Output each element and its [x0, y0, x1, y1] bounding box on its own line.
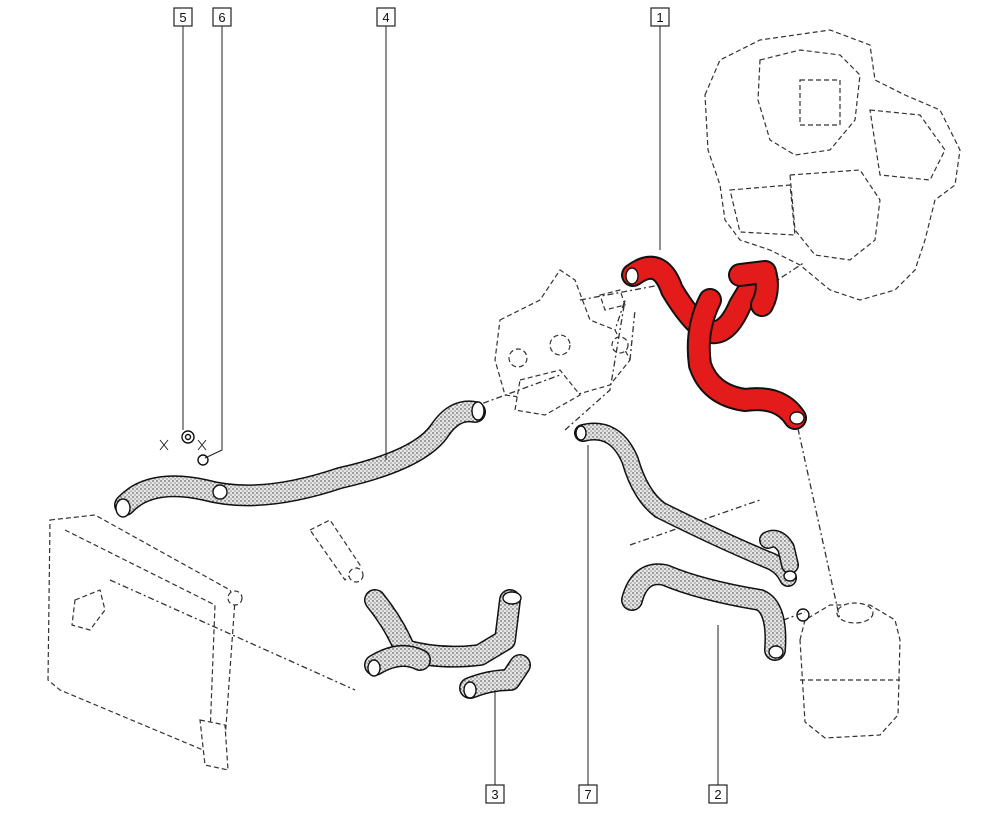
callout-3: 3: [485, 784, 505, 804]
hose-4[interactable]: [114, 400, 486, 518]
svg-text:4: 4: [382, 10, 389, 25]
callout-5: 5: [173, 7, 193, 27]
svg-text:1: 1: [656, 10, 663, 25]
assembly-lines: [109, 261, 841, 691]
hose-7[interactable]: [574, 422, 799, 587]
svg-text:5: 5: [179, 10, 186, 25]
callout-1: 1: [650, 7, 670, 27]
svg-text:3: 3: [491, 787, 498, 802]
radiator: [47, 514, 243, 771]
callout-6: 6: [212, 7, 232, 27]
hose-2[interactable]: [621, 563, 787, 661]
expansion-tank: [796, 602, 901, 739]
hose-1-highlighted[interactable]: [621, 255, 807, 430]
thermostat-housing: [309, 519, 364, 583]
hose-clip[interactable]: [159, 430, 228, 500]
hose-3[interactable]: [364, 589, 531, 699]
heater-housing: [704, 29, 961, 301]
callout-2: 2: [708, 784, 728, 804]
callout-7: 7: [578, 784, 598, 804]
leader-lines: [182, 26, 719, 785]
svg-text:7: 7: [584, 787, 591, 802]
svg-text:6: 6: [218, 10, 225, 25]
callout-4: 4: [376, 7, 396, 27]
svg-text:2: 2: [714, 787, 721, 802]
engine-bracket: [494, 269, 631, 416]
